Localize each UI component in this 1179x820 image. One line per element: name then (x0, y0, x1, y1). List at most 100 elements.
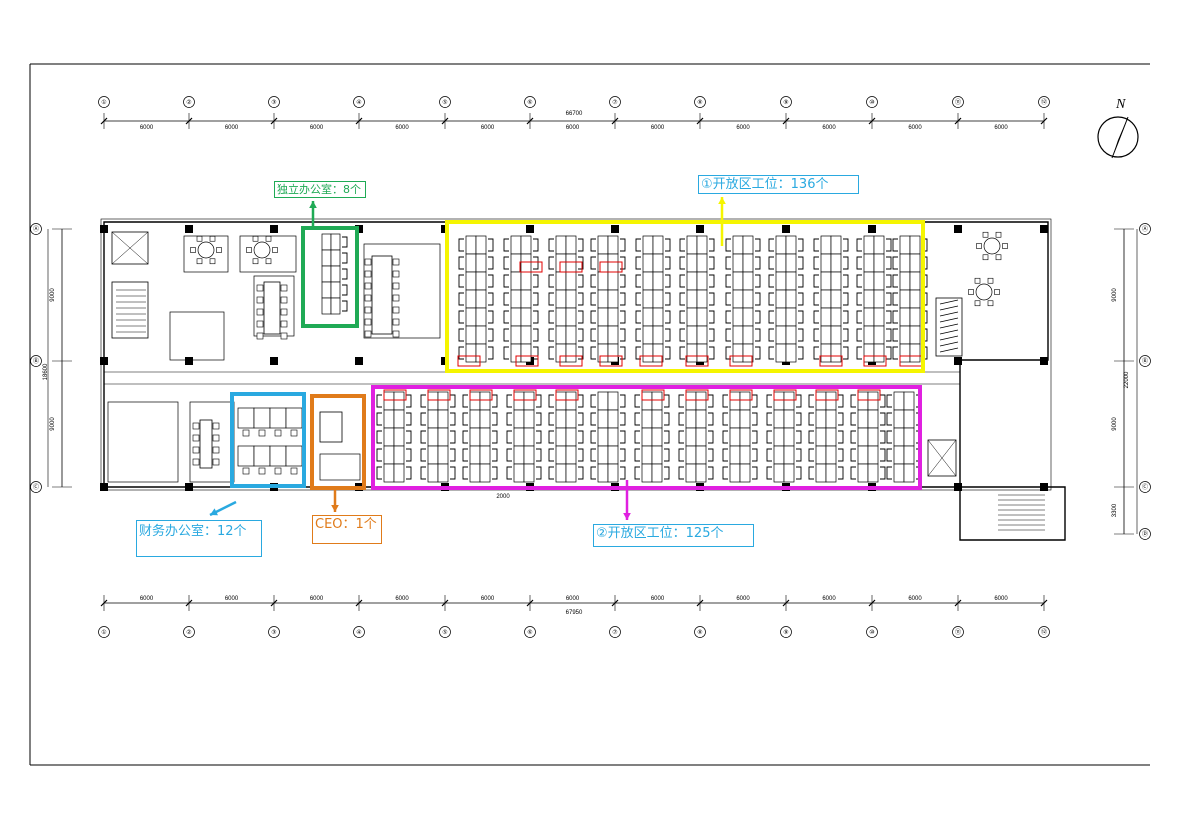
chair (548, 448, 554, 462)
chair (892, 256, 898, 270)
chair (813, 256, 819, 270)
desk (739, 409, 751, 429)
desk (555, 391, 567, 411)
reserved-desk (555, 389, 579, 401)
desk (775, 343, 787, 363)
grid-axis-label: ⑫ (1041, 628, 1047, 636)
chair (892, 346, 898, 360)
conference-table (263, 281, 281, 335)
grid-axis-label: Ⓑ (1142, 357, 1148, 365)
chair (620, 412, 626, 426)
chair (843, 346, 849, 360)
grid-axis-label: ⑧ (697, 99, 702, 106)
label-private-office: 独立办公室：8个 (274, 181, 366, 198)
chair (258, 467, 266, 475)
grid-axis-label: ⑨ (783, 629, 788, 636)
chair (578, 238, 584, 252)
leader-open-area-2-head (623, 512, 631, 520)
desk (899, 253, 911, 273)
desk (253, 445, 271, 467)
desk (742, 253, 754, 273)
chair (974, 300, 981, 307)
chair (548, 238, 554, 252)
ceo-sofa (319, 453, 361, 481)
chair (813, 238, 819, 252)
desk (469, 409, 481, 429)
chair (678, 466, 684, 480)
desk (775, 253, 787, 273)
chair (578, 310, 584, 324)
desk (555, 463, 567, 483)
chair (280, 308, 288, 316)
chair (725, 274, 731, 288)
chair (808, 430, 814, 444)
round-table (975, 283, 993, 301)
chair (664, 466, 670, 480)
desk (696, 343, 708, 363)
desk (732, 253, 744, 273)
dim-tick-mark (696, 117, 704, 125)
desk (652, 307, 664, 327)
chair (458, 310, 464, 324)
chair (548, 430, 554, 444)
grid-axis-label: ⑥ (527, 99, 532, 106)
chair (364, 258, 372, 266)
chair (392, 318, 400, 326)
grid-axis-label: ⑪ (955, 628, 961, 636)
chair (798, 346, 804, 360)
desk (867, 391, 879, 411)
desk (873, 307, 885, 327)
structural-column (270, 225, 278, 233)
desk (597, 289, 609, 309)
chair (492, 412, 498, 426)
chair (533, 292, 539, 306)
desk (863, 307, 875, 327)
structural-column (696, 225, 704, 233)
label-finance-office: 财务办公室：12个 (136, 520, 262, 557)
chair (678, 448, 684, 462)
chair (798, 310, 804, 324)
chair (725, 238, 731, 252)
grid-axis-label: ⑤ (442, 629, 447, 636)
desk (565, 253, 577, 273)
dim-tick-mark (185, 599, 193, 607)
grid-axis-label: Ⓒ (1142, 483, 1148, 491)
desk (607, 409, 619, 429)
label-finance-office-text: 财务办公室：12个 (139, 524, 247, 539)
chair (708, 466, 714, 480)
chair (620, 448, 626, 462)
desk (437, 463, 449, 483)
desk (652, 253, 664, 273)
desk (510, 235, 522, 255)
chair (212, 434, 220, 442)
label-private-office-text: 独立办公室：8个 (277, 183, 361, 196)
reserved-desk (427, 389, 451, 401)
chair (796, 394, 802, 408)
chair (886, 292, 892, 306)
chair (503, 346, 509, 360)
grid-axis-label: ④ (356, 99, 361, 106)
reserved-desk (639, 355, 663, 367)
reserved-desk (863, 355, 887, 367)
grid-axis-label: ⑨ (783, 99, 788, 106)
chair (725, 292, 731, 306)
desk (729, 445, 741, 465)
grid-axis-bubble (353, 96, 365, 108)
chair (886, 394, 892, 408)
chair (450, 448, 456, 462)
desk (652, 289, 664, 309)
corridor-dimension: 2000 (496, 494, 510, 500)
chair (808, 412, 814, 426)
label-ceo-office: CEO：1个 (312, 515, 382, 544)
chair (280, 284, 288, 292)
desk (903, 463, 915, 483)
span-dimension: 9000 (1112, 417, 1118, 431)
desk (785, 235, 797, 255)
round-table (197, 241, 215, 259)
chair (364, 306, 372, 314)
desk (565, 325, 577, 345)
zone-private-office (301, 226, 359, 328)
span-dimension: 6000 (481, 596, 495, 602)
desk (773, 463, 785, 483)
grid-axis-bubble (30, 355, 42, 367)
